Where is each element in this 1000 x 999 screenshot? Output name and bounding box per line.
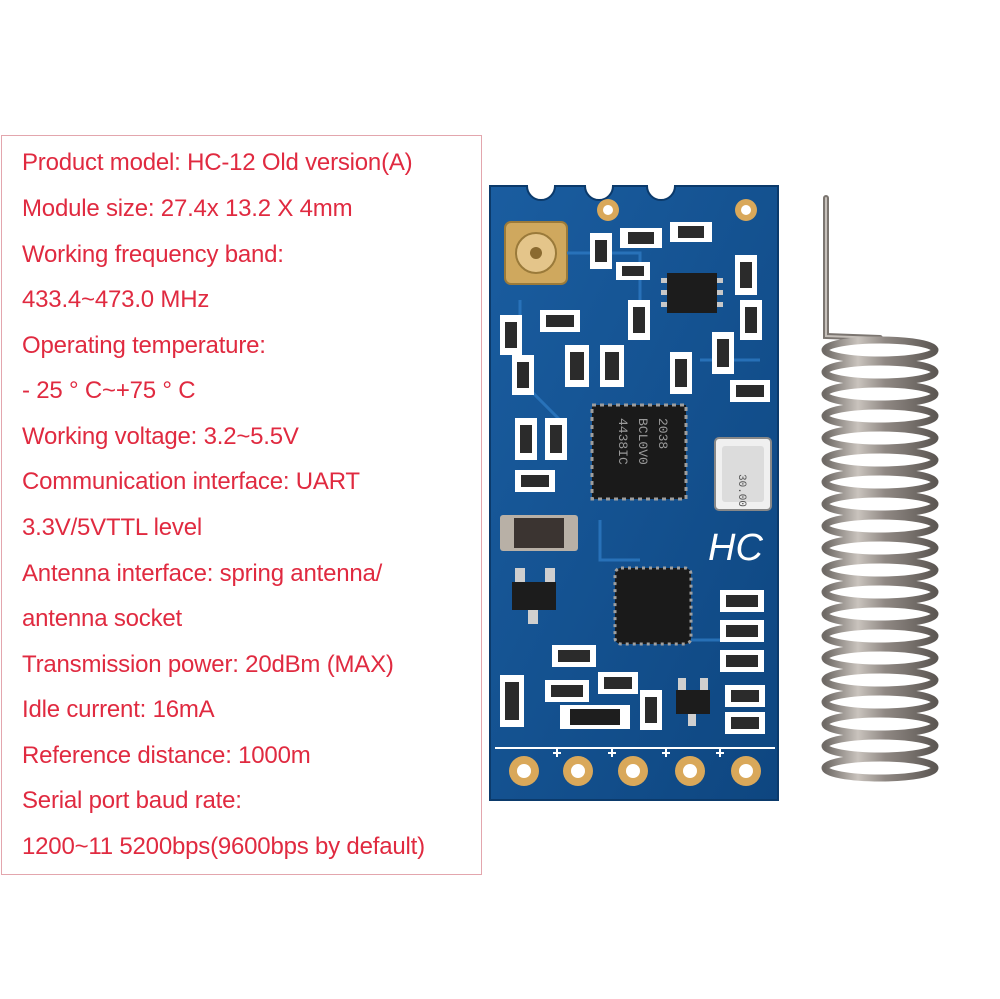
transistor (512, 568, 556, 624)
spec-interface-value: 3.3V/5VTTL level (22, 514, 202, 541)
spec-frequency-value: 433.4~473.0 MHz (22, 286, 210, 313)
spec-frequency-label: Working frequency band: (22, 241, 284, 268)
microcontroller-chip (613, 566, 693, 646)
spec-distance: Reference distance: 1000m (22, 742, 311, 769)
inductor (500, 515, 578, 551)
spec-product-model: Product model: HC-12 Old version(A) (22, 149, 413, 176)
chip-text-line-3: 4438IC (615, 418, 630, 465)
spring-antenna (821, 195, 939, 782)
spec-module-size: Module size: 27.4x 13.2 X 4mm (22, 195, 353, 222)
transistor-2 (676, 678, 710, 726)
amplifier-ic (661, 273, 723, 313)
spec-voltage: Working voltage: 3.2~5.5V (22, 423, 299, 450)
hc12-module-board: 2038 BCL0V0 4438IC 30.00 HC (489, 185, 779, 801)
spec-power: Transmission power: 20dBm (MAX) (22, 651, 394, 678)
spec-panel: Product model: HC-12 Old version(A) Modu… (1, 135, 482, 875)
chip-text-line-1: 2038 (655, 418, 670, 449)
hc-logo: HC (708, 527, 763, 569)
crystal-oscillator: 30.00 (714, 437, 772, 511)
header-pins (509, 756, 761, 786)
chip-text-line-2: BCL0V0 (635, 418, 650, 465)
rf-transceiver-chip: 2038 BCL0V0 4438IC (590, 403, 688, 501)
crystal-label: 30.00 (735, 474, 747, 507)
spec-antenna-label: Antenna interface: spring antenna/ (22, 560, 383, 587)
spec-idle-current: Idle current: 16mA (22, 696, 215, 723)
spec-baud-value: 1200~11 5200bps(9600bps by default) (22, 833, 425, 860)
spec-temperature-value: - 25 ° C~+75 ° C (22, 377, 196, 404)
antenna-socket (504, 221, 568, 285)
spec-interface-label: Communication interface: UART (22, 468, 360, 495)
spec-temperature-label: Operating temperature: (22, 332, 266, 359)
spec-baud-label: Serial port baud rate: (22, 787, 242, 814)
spec-antenna-value: antenna socket (22, 605, 182, 632)
